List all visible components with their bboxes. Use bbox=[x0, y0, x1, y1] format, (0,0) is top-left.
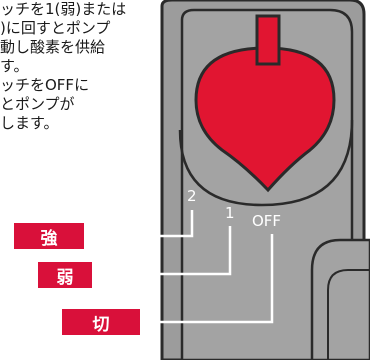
leader-line-weak bbox=[92, 226, 232, 276]
instruction-line-2: )に回すとポンプ bbox=[0, 19, 111, 37]
instruction-line-5: ッチをOFFに bbox=[0, 76, 90, 94]
tag-weak-text: 弱 bbox=[56, 267, 74, 288]
switch-frame bbox=[310, 238, 370, 360]
position-off-label: OFF bbox=[252, 212, 282, 230]
tag-strong: 強 bbox=[14, 223, 84, 249]
position-1-label: 1 bbox=[225, 204, 235, 222]
instruction-line-3: 動し酸素を供給 bbox=[0, 38, 106, 56]
dial-well bbox=[178, 119, 354, 207]
instruction-line-1: ッチを1(弱)または bbox=[0, 0, 127, 18]
instruction-line-4: す。 bbox=[0, 57, 29, 75]
switch-frame-inner bbox=[327, 269, 370, 360]
dial-pointer bbox=[255, 14, 281, 66]
instruction-line-6: とポンプが bbox=[0, 95, 75, 113]
instruction-text: ッチを1(弱)または )に回すとポンプ 動し酸素を供給 す。 ッチをOFFに と… bbox=[0, 0, 160, 133]
instruction-line-7: します。 bbox=[0, 114, 59, 132]
tag-off-text: 切 bbox=[92, 314, 110, 335]
tag-strong-text: 強 bbox=[40, 228, 58, 249]
tag-off: 切 bbox=[62, 309, 140, 335]
tag-weak: 弱 bbox=[38, 262, 92, 288]
position-2-label: 2 bbox=[187, 187, 197, 205]
leader-line-strong bbox=[84, 210, 194, 238]
leader-line-off bbox=[140, 234, 274, 324]
